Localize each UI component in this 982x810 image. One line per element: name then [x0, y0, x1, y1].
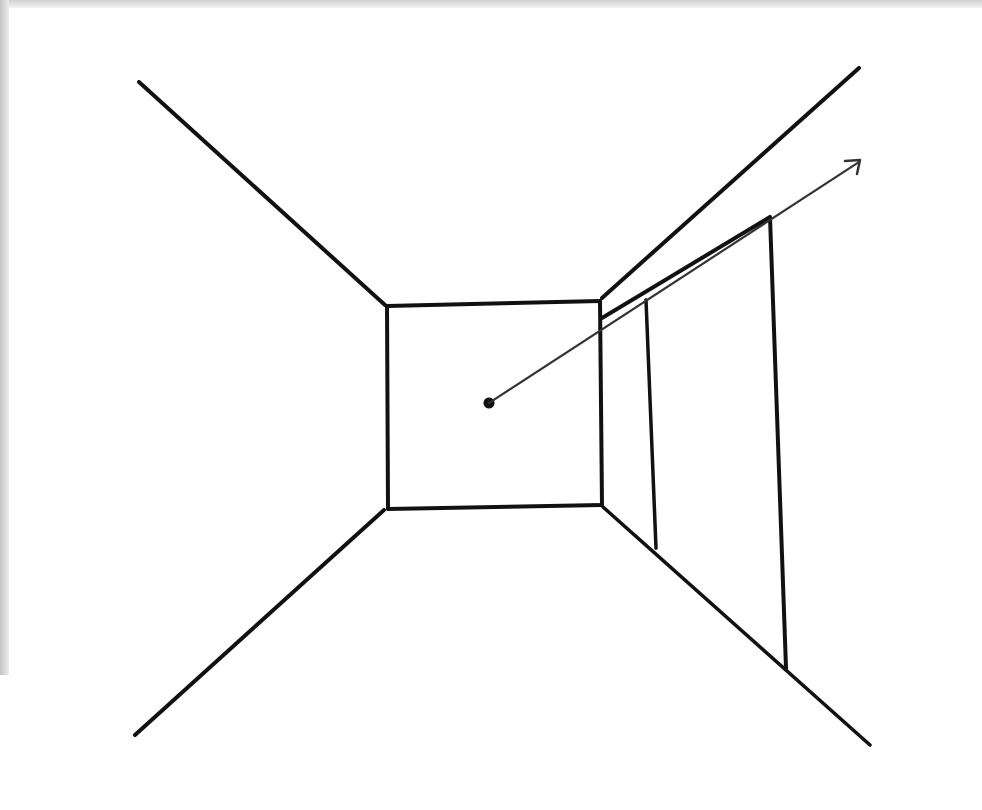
door-panel-inner-edge — [646, 300, 656, 548]
bottom-left-edge — [135, 510, 384, 735]
direction-arrow-shaft — [489, 162, 859, 403]
back-wall-square — [387, 301, 602, 509]
top-left-edge — [139, 82, 385, 305]
door-panel-right-wall — [602, 217, 786, 668]
top-right-edge — [602, 68, 859, 298]
bottom-right-edge — [603, 507, 870, 745]
